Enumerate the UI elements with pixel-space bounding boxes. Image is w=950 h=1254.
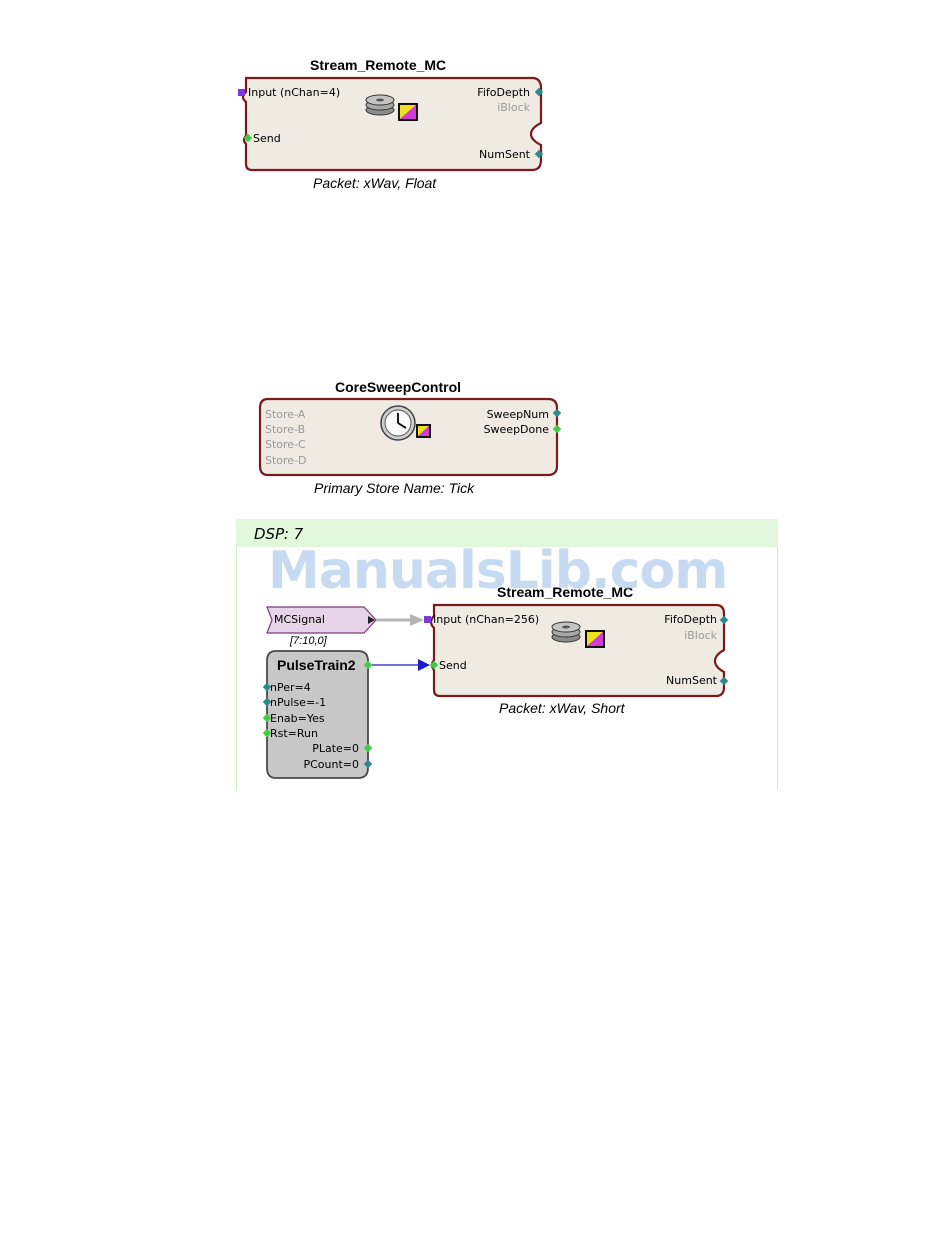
block-title: CoreSweepControl bbox=[335, 379, 462, 395]
port-sweepnum[interactable]: SweepNum bbox=[486, 408, 549, 421]
rst-connector bbox=[262, 728, 272, 738]
port-send[interactable]: Send bbox=[253, 132, 281, 145]
dsp-panel: DSP: 7 bbox=[236, 519, 778, 790]
port-iblock: iBlock bbox=[497, 101, 530, 114]
manualslib-watermark: ManualsLib.com bbox=[268, 541, 728, 601]
block-body-shape bbox=[258, 397, 562, 477]
port-input[interactable]: Input (nChan=256) bbox=[433, 613, 540, 626]
pcount-connector bbox=[363, 759, 373, 769]
plate-connector bbox=[363, 743, 373, 753]
block-title: Stream_Remote_MC bbox=[310, 57, 447, 73]
mcsignal-label[interactable]: MCSignal bbox=[274, 613, 325, 626]
port-enab[interactable]: Enab=Yes bbox=[270, 712, 325, 725]
port-numsent[interactable]: NumSent bbox=[666, 674, 717, 687]
stream2-shape bbox=[429, 603, 726, 698]
port-send[interactable]: Send bbox=[439, 659, 467, 672]
stream2-input-connector bbox=[424, 616, 431, 623]
block-caption: Primary Store Name: Tick bbox=[314, 480, 475, 496]
dsp-right-border bbox=[777, 547, 778, 790]
stream2-title: Stream_Remote_MC bbox=[497, 584, 634, 600]
input-port-connector bbox=[238, 89, 245, 96]
mcsignal-output-arrow bbox=[368, 616, 375, 624]
dsp-diagram-shapes bbox=[262, 603, 729, 779]
port-plate[interactable]: PLate=0 bbox=[312, 742, 359, 755]
stream2-send-connector bbox=[429, 660, 439, 670]
block-caption: Packet: xWav, Float bbox=[313, 175, 437, 191]
send-port-connector bbox=[243, 133, 253, 143]
stream2-numsent-connector bbox=[719, 676, 729, 686]
mc-wire-arrowhead bbox=[410, 614, 424, 626]
block-body-shape bbox=[238, 76, 544, 172]
port-store-b: Store-B bbox=[265, 423, 306, 436]
port-iblock: iBlock bbox=[684, 629, 717, 642]
clock-icon bbox=[380, 405, 431, 441]
port-fifodepth[interactable]: FifoDepth bbox=[664, 613, 717, 626]
pulsetrain-shape bbox=[266, 650, 369, 779]
mcsignal-range: [7:10,0] bbox=[290, 635, 327, 647]
port-rst[interactable]: Rst=Run bbox=[270, 727, 318, 740]
port-numsent[interactable]: NumSent bbox=[479, 148, 530, 161]
dsp-label: DSP: 7 bbox=[254, 525, 304, 543]
port-fifodepth[interactable]: FifoDepth bbox=[477, 86, 530, 99]
stream-disk-icon bbox=[365, 94, 418, 121]
npulse-connector bbox=[262, 697, 272, 707]
port-input[interactable]: Input (nChan=4) bbox=[248, 86, 341, 99]
stream2-fifodepth-connector bbox=[719, 615, 729, 625]
port-store-d: Store-D bbox=[265, 454, 307, 467]
mcsignal-shape bbox=[266, 606, 377, 634]
send-wire-arrowhead bbox=[418, 659, 430, 671]
dsp-header-band bbox=[236, 519, 778, 547]
sweepdone-port-connector bbox=[552, 424, 562, 434]
port-store-a: Store-A bbox=[265, 408, 306, 421]
port-sweepdone[interactable]: SweepDone bbox=[483, 423, 549, 436]
port-npulse[interactable]: nPulse=-1 bbox=[270, 696, 327, 709]
port-store-c: Store-C bbox=[265, 438, 306, 451]
pulsetrain-out-connector bbox=[363, 660, 373, 670]
port-pcount[interactable]: PCount=0 bbox=[303, 758, 359, 771]
sweepnum-port-connector bbox=[552, 408, 562, 418]
nper-connector bbox=[262, 682, 272, 692]
stream-disk-icon bbox=[551, 621, 605, 648]
dsp-left-border bbox=[236, 547, 237, 790]
port-nper[interactable]: nPer=4 bbox=[270, 681, 311, 694]
enab-connector bbox=[262, 713, 272, 723]
pulsetrain-title: PulseTrain2 bbox=[277, 657, 356, 673]
stream2-caption: Packet: xWav, Short bbox=[499, 700, 625, 716]
